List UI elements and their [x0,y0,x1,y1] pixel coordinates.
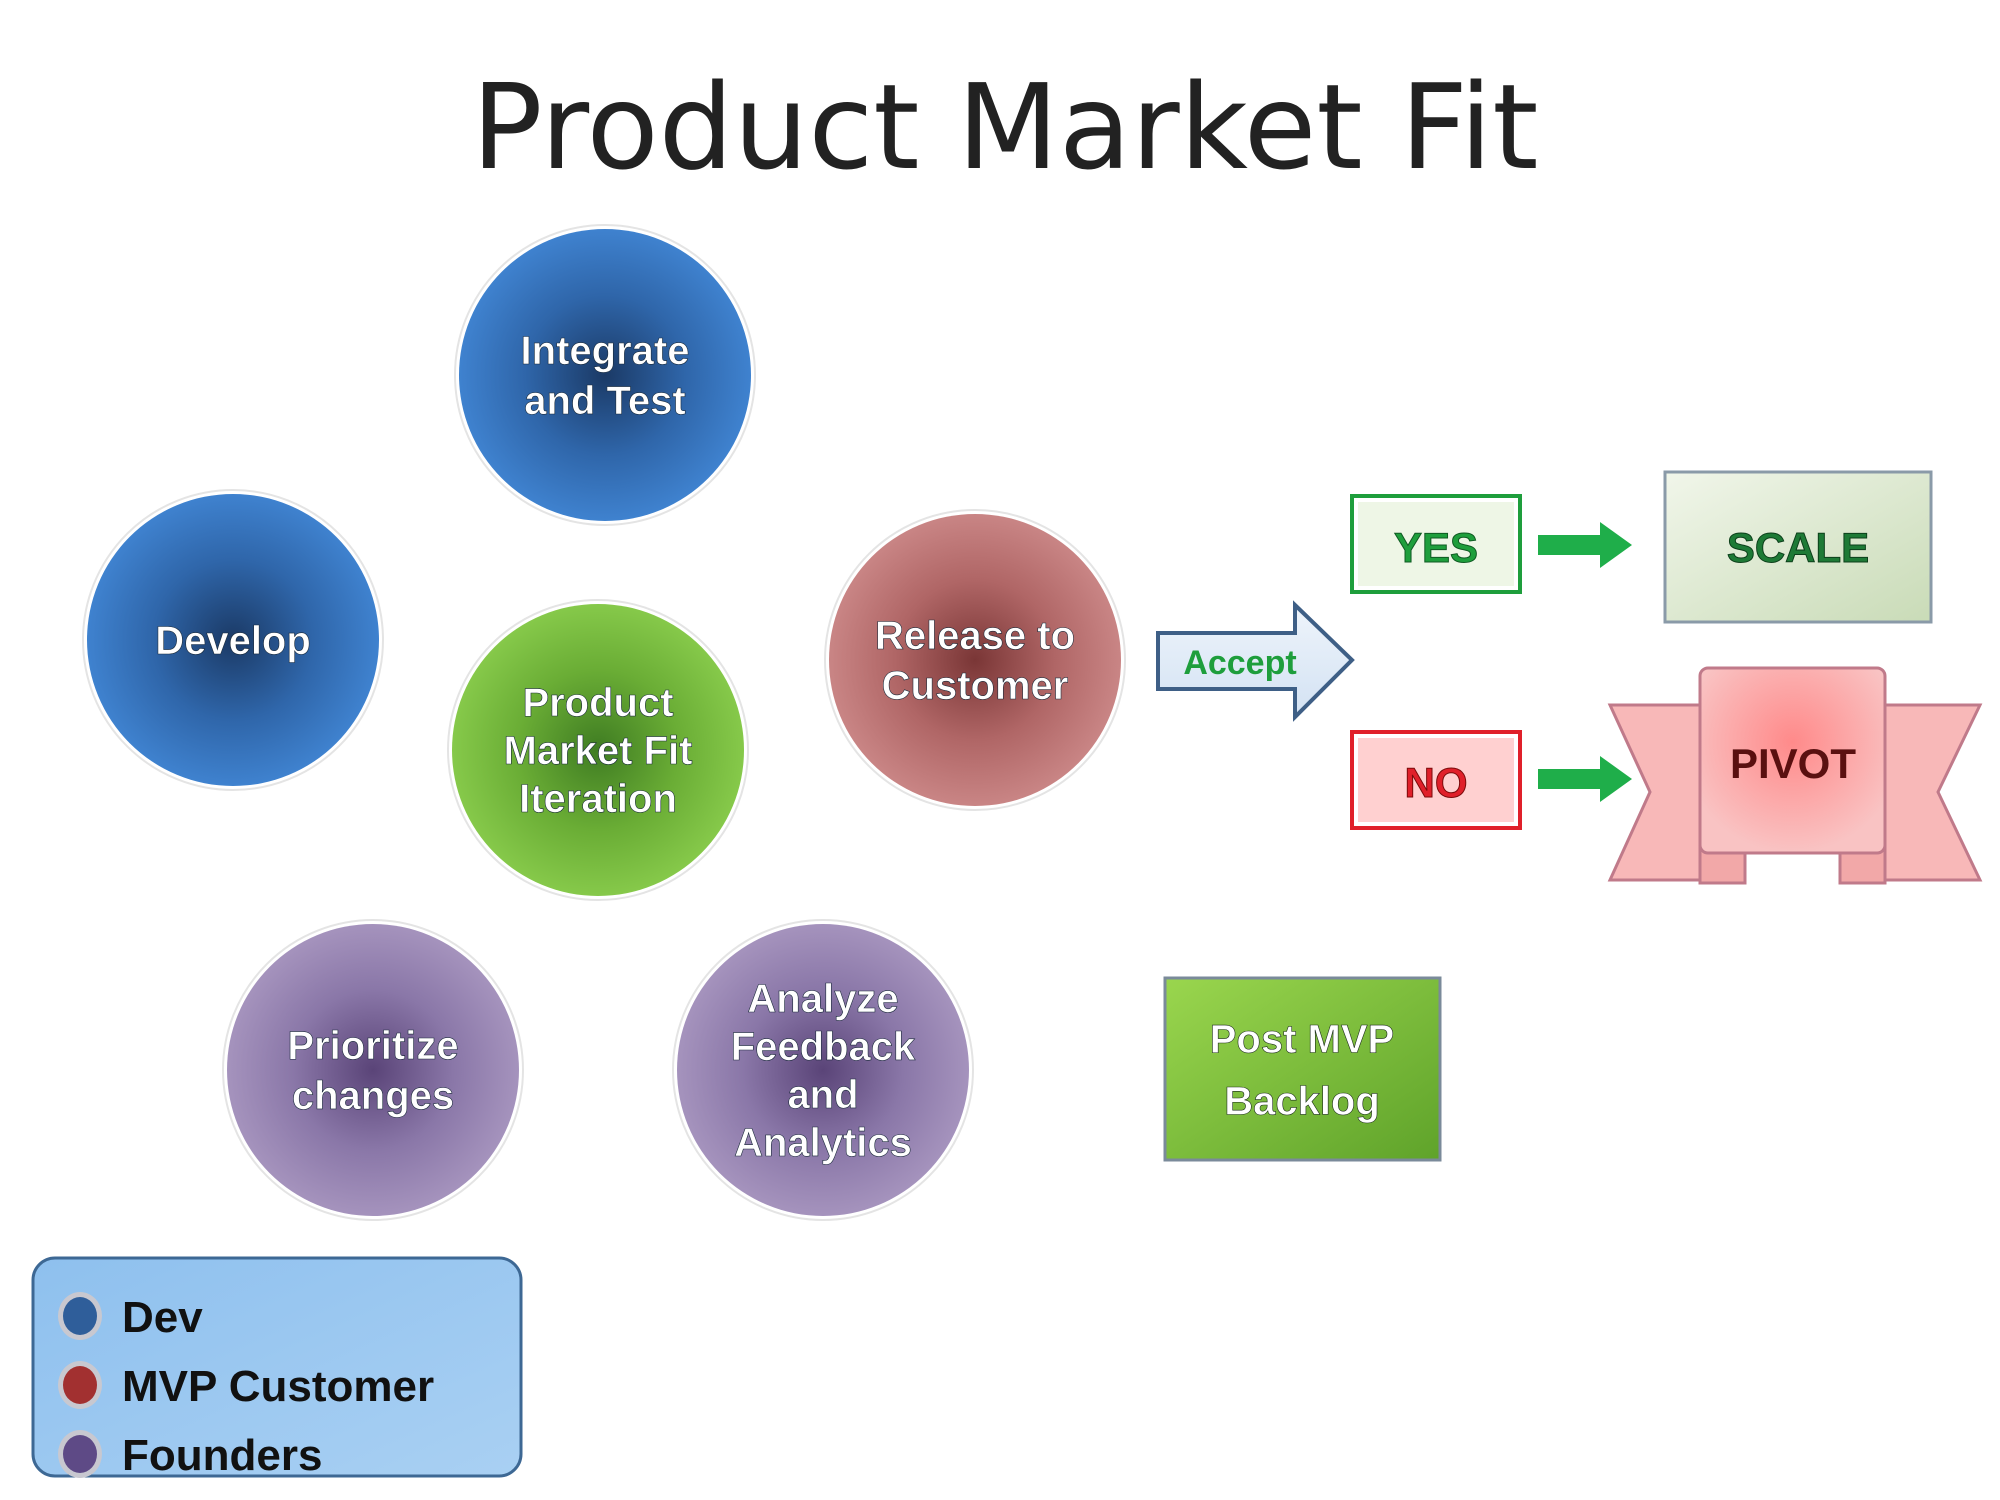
label-line: Integrate [521,329,690,373]
pivot-label: PIVOT [1730,740,1856,787]
stage-develop-label: Develop [155,619,311,663]
label-line: Post MVP [1210,1017,1394,1061]
stage-develop: Develop [82,489,384,791]
label-line: Backlog [1224,1079,1380,1123]
page-title: Product Market Fit [471,58,1538,196]
yes-to-scale-arrow [1538,522,1632,568]
label-line: Market Fit [504,729,693,773]
legend-label: Dev [122,1293,203,1342]
label-line: Prioritize [287,1024,458,1068]
label-line: changes [292,1074,454,1118]
legend-swatch [63,1366,97,1404]
stage-prioritize-label: Prioritize changes [287,1024,458,1118]
legend-item: Dev [58,1292,203,1342]
label-line: and [787,1073,858,1117]
scale-box: SCALE [1663,470,1933,624]
label-line: Iteration [519,777,677,821]
legend-item: Founders [58,1430,322,1480]
stage-prioritize: Prioritize changes [222,919,524,1221]
label-line: Product [522,681,673,725]
stage-release-label: Release to Customer [875,614,1075,708]
label-line: Customer [882,664,1069,708]
accept-label: Accept [1183,644,1296,682]
label-line: Analyze [747,977,898,1021]
legend-label: MVP Customer [122,1362,434,1411]
legend-item: MVP Customer [58,1361,434,1411]
no-box: NO [1350,730,1522,830]
accept-arrow: Accept [1156,600,1355,722]
yes-label: YES [1394,524,1478,571]
stage-integrate: Integrate and Test [454,224,756,526]
scale-label: SCALE [1727,524,1869,571]
no-to-pivot-arrow [1538,756,1632,802]
pivot-banner: PIVOT [1607,666,1983,885]
no-label: NO [1405,759,1468,806]
stage-release: Release to Customer [824,509,1126,811]
yes-box: YES [1350,494,1522,594]
label-line: Analytics [734,1121,912,1165]
label-line: Feedback [731,1025,916,1069]
label-line: Develop [155,619,311,663]
label-line: Release to [875,614,1075,658]
post-mvp-backlog: Post MVP Backlog [1163,976,1442,1162]
stage-integrate-label: Integrate and Test [521,329,690,423]
legend-swatch [63,1435,97,1473]
backlog-label: Post MVP Backlog [1210,1017,1394,1123]
legend-label: Founders [122,1431,322,1480]
legend-swatch [63,1297,97,1335]
label-line: and Test [524,379,686,423]
